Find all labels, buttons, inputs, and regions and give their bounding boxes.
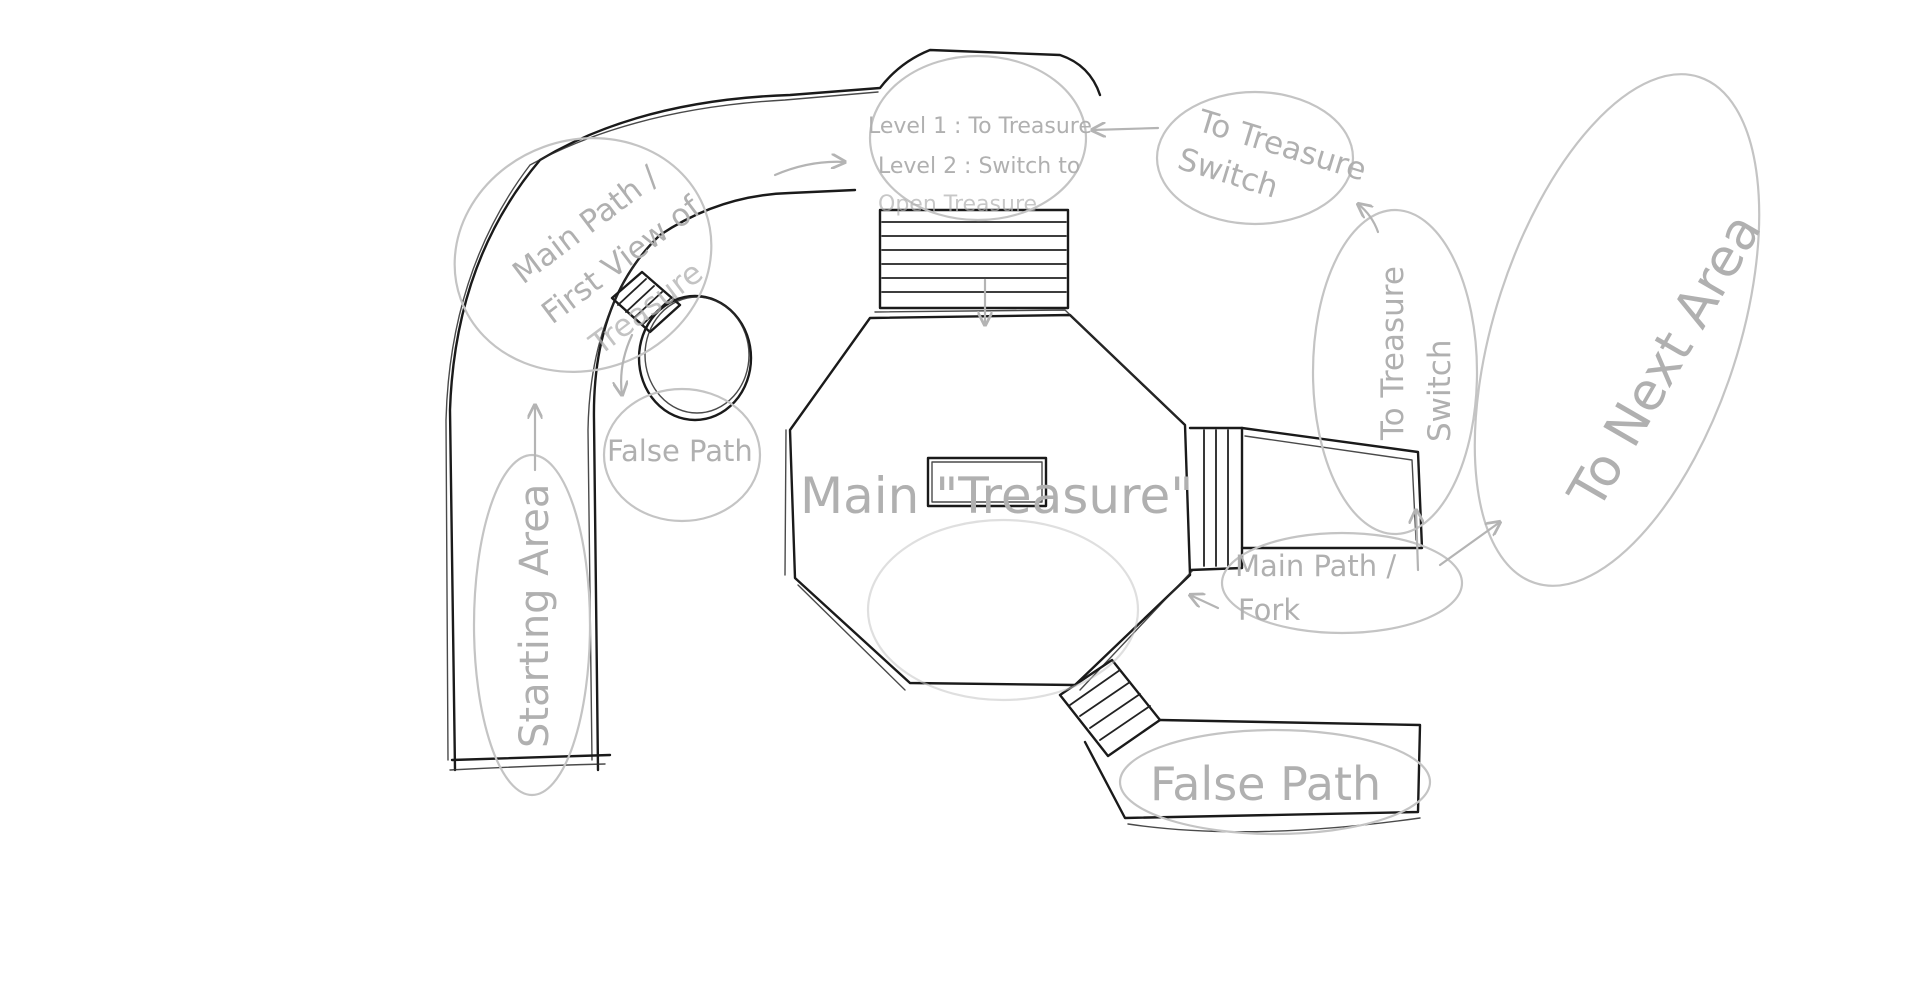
- label-fork-1: Main Path /: [1235, 549, 1396, 583]
- label-level-2: Level 2 : Switch to: [878, 154, 1080, 179]
- label-starting-area: Starting Area: [512, 484, 558, 748]
- first-view-bubble: [422, 102, 745, 407]
- treasure-room-bubble: [868, 520, 1138, 700]
- label-switch-side-1: To Treasure: [1375, 266, 1411, 441]
- arrow-fork-to-next: [1440, 522, 1500, 565]
- label-level-1: Level 1 : To Treasure: [868, 114, 1092, 139]
- top-stair: [880, 210, 1068, 308]
- label-fork-2: Fork: [1238, 593, 1300, 627]
- next-area-bubble: [1419, 39, 1815, 620]
- label-switch-side-2: Switch: [1422, 340, 1458, 443]
- label-false-path-small: False Path: [607, 434, 753, 468]
- label-next-area: To Next Area: [1557, 204, 1774, 519]
- arrow-switch-to-goals: [1092, 128, 1158, 130]
- label-main-treasure: Main "Treasure": [800, 467, 1193, 525]
- label-level-2-cont: Open Treasure: [878, 192, 1037, 217]
- arrow-main-to-goals: [775, 162, 845, 175]
- arrow-fork-to-room: [1190, 595, 1218, 608]
- label-false-path-large: False Path: [1150, 757, 1381, 811]
- arrow-fork-to-switch: [1416, 510, 1418, 570]
